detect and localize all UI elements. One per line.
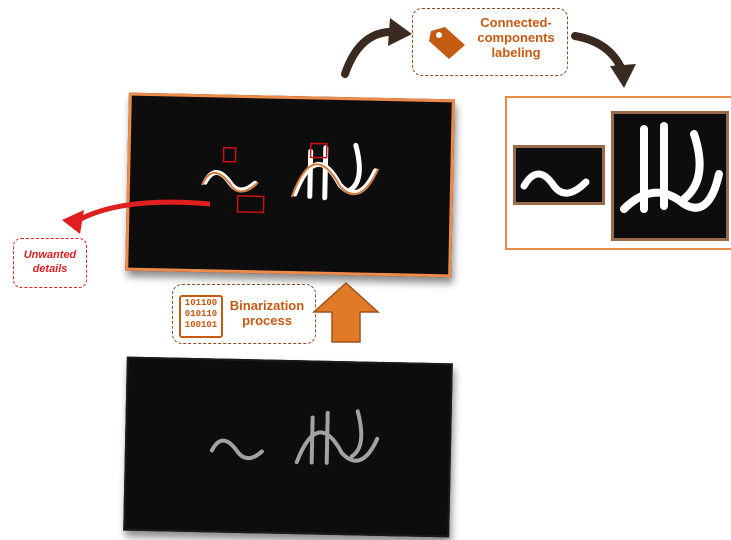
binarized-board: [125, 92, 455, 278]
red-curved-arrow-icon: [73, 199, 211, 225]
chalk-writing: [209, 409, 380, 465]
up-arrow-icon: [312, 281, 380, 343]
curved-arrowhead-2: [610, 64, 636, 88]
tag-icon: [429, 27, 465, 59]
unwanted-details-label: Unwanted details: [13, 238, 87, 288]
component-1-glyph: [520, 170, 590, 197]
curved-arrow-icon-2: [571, 32, 626, 74]
connected-components-label: Connected- components labeling: [412, 8, 568, 76]
original-board: [123, 356, 453, 538]
binary-icon: 101100 010110 100101: [179, 295, 223, 338]
component-2: [611, 111, 729, 241]
curved-arrowhead: [388, 18, 412, 46]
connected-components-text: Connected- components labeling: [477, 15, 555, 60]
component-1: [513, 145, 605, 205]
unwanted-details-text: Unwanted details: [23, 249, 77, 275]
binarization-label: 101100 010110 100101 Binarization proces…: [172, 284, 316, 344]
curved-arrow-icon: [341, 27, 399, 78]
component-2-glyph: [620, 122, 723, 213]
binarization-text: Binarization process: [229, 298, 305, 328]
binarized-writing: [201, 142, 380, 214]
red-arrowhead: [62, 210, 84, 234]
